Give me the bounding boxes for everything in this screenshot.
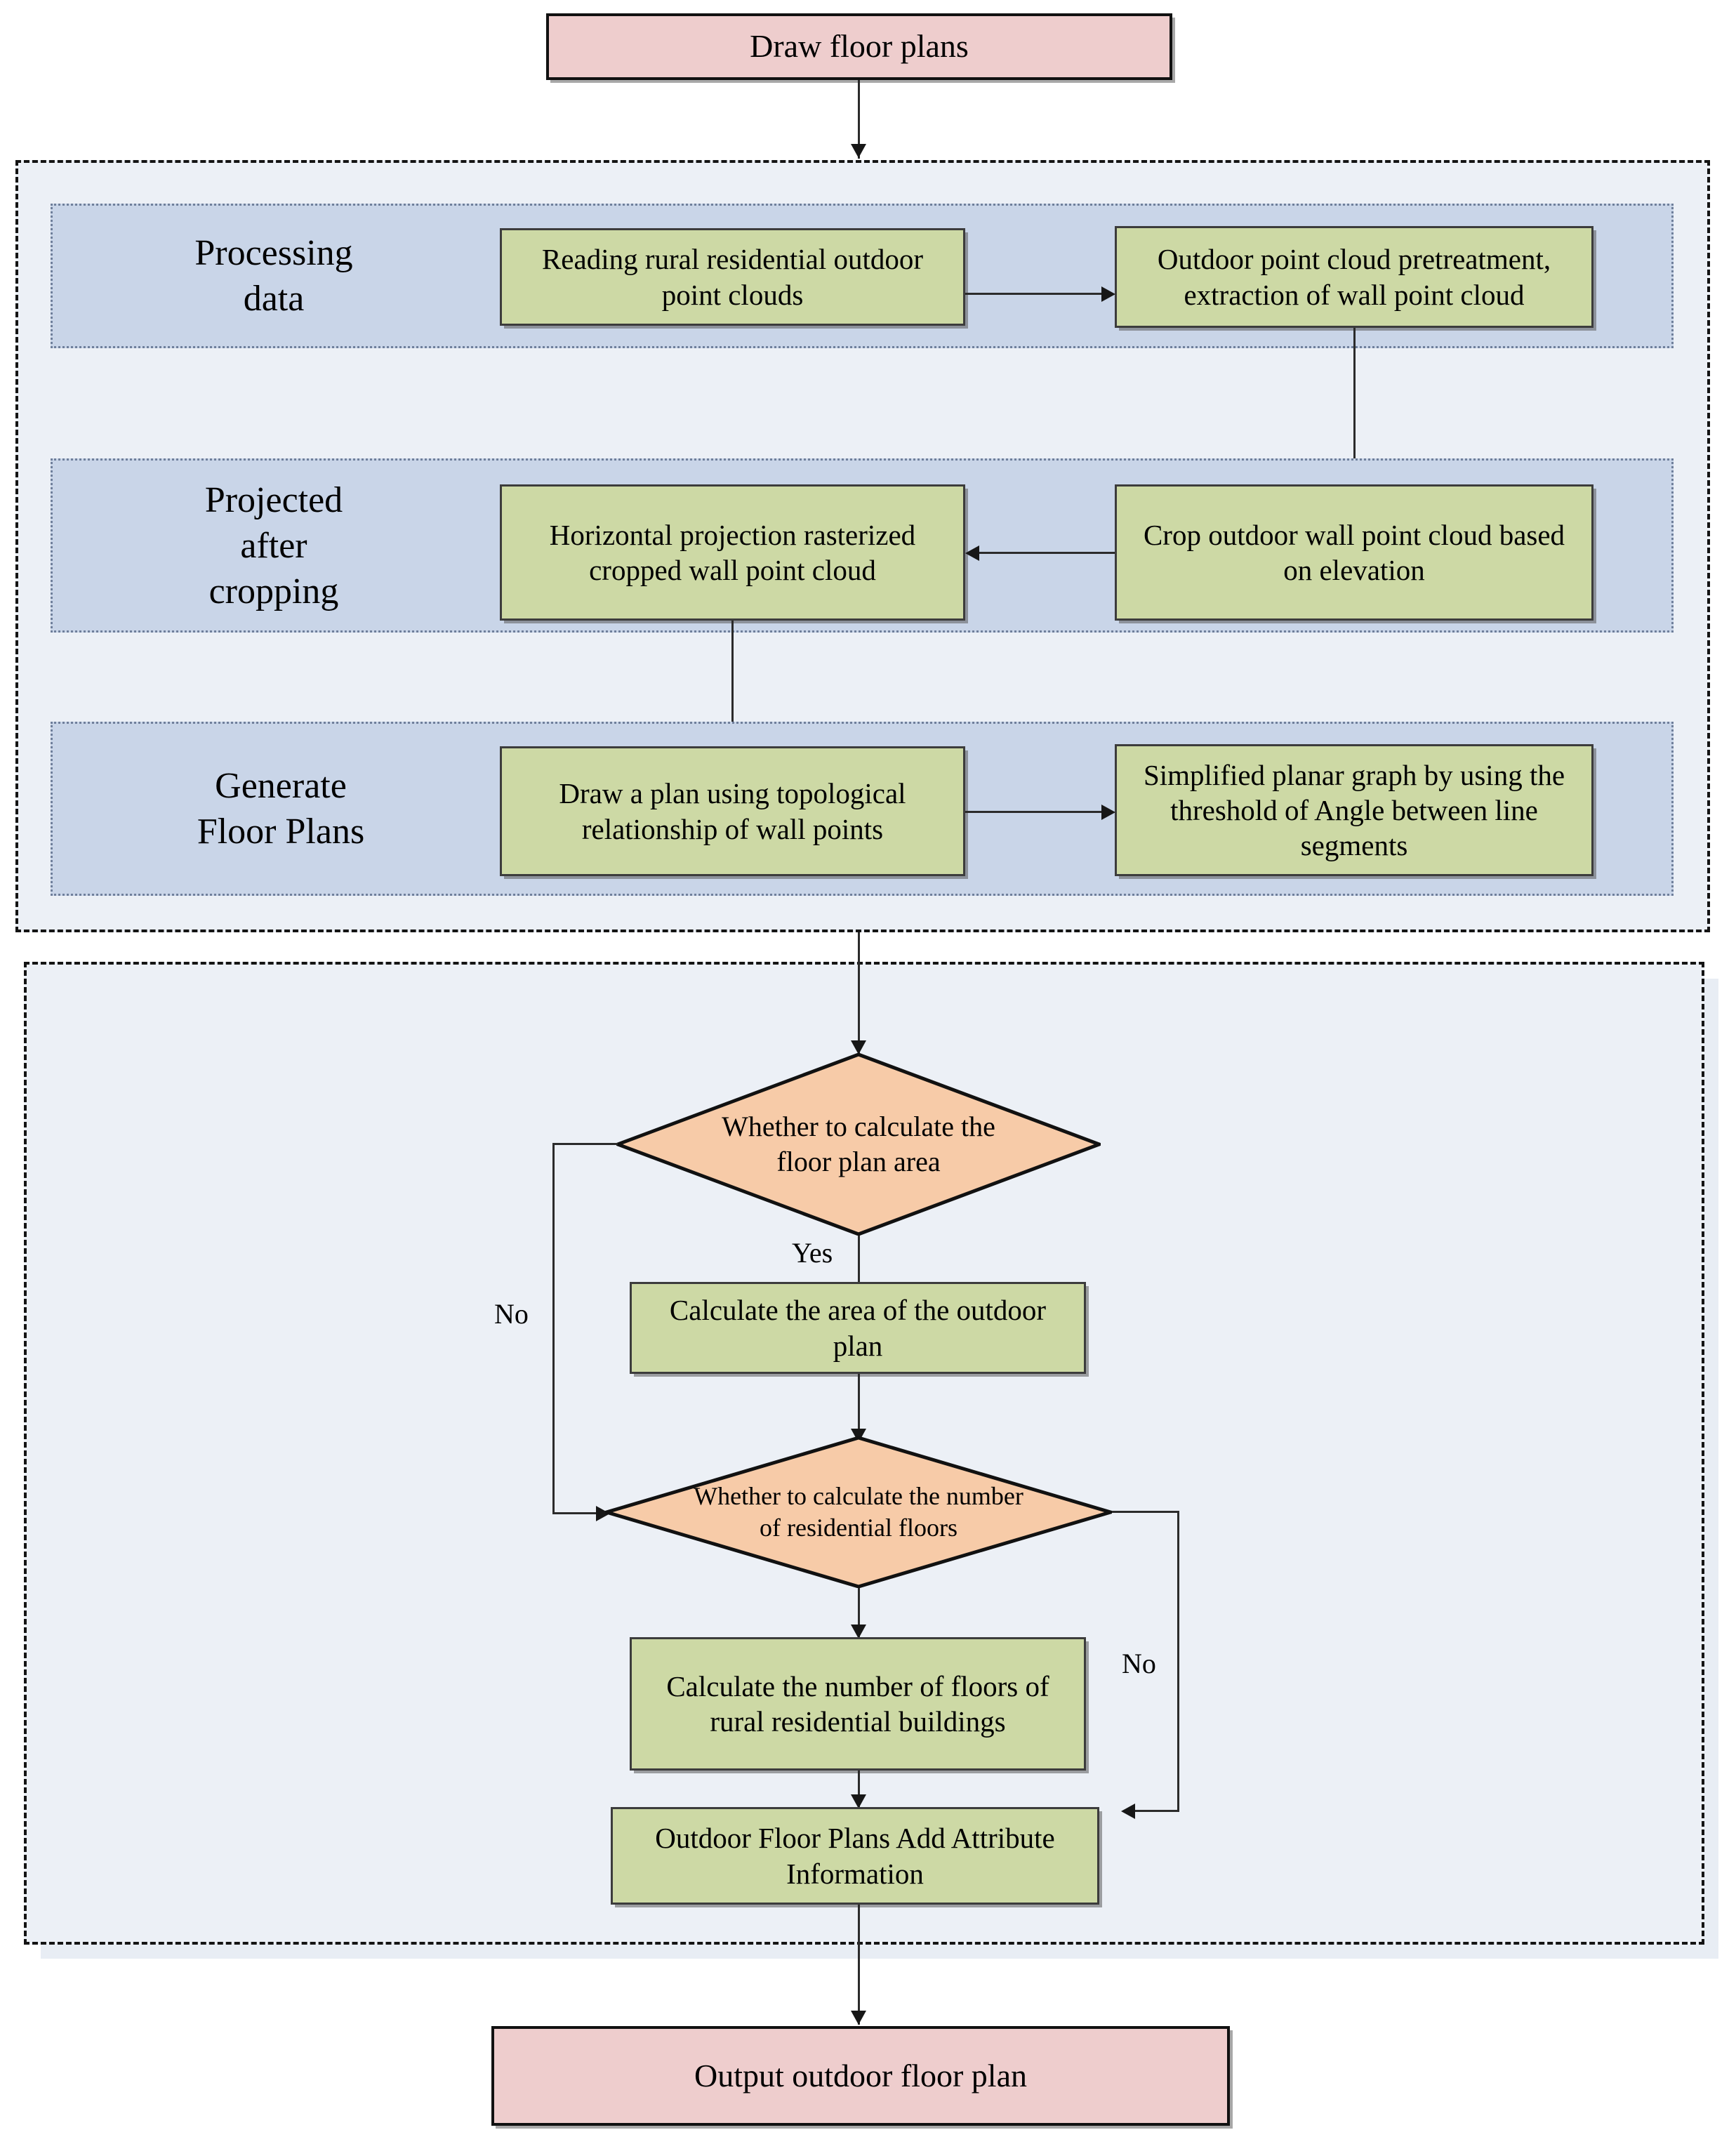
arrow-group2-to-end [851, 2011, 866, 2025]
connector-decision1-no-bottom [552, 1512, 602, 1514]
step-label: Reading rural residential outdoor point … [541, 243, 924, 311]
band-label-line-2: data [243, 279, 305, 319]
step-draw-plan-topology: Draw a plan using topological relationsh… [500, 746, 965, 876]
step-label: Crop outdoor wall point cloud based on e… [1143, 518, 1565, 586]
connector-floors-to-attributes [858, 1771, 860, 1807]
connector-start-to-group1 [858, 80, 860, 159]
edge-label-yes: Yes [792, 1237, 833, 1269]
connector-crop-to-projection [979, 552, 1115, 554]
connector-reading-to-pretreatment [965, 293, 1101, 295]
decision-label: Whether to calculate the floor plan area [722, 1111, 995, 1177]
connector-decision2-no-top [1112, 1511, 1179, 1513]
arrow-floors-to-attributes [851, 1794, 866, 1808]
connector-group2-to-end [858, 1905, 860, 2025]
end-terminator: Output outdoor floor plan [491, 2026, 1230, 2126]
step-crop-by-elevation: Crop outdoor wall point cloud based on e… [1115, 484, 1593, 621]
band-label-projected-after-cropping: Projected after cropping [84, 458, 463, 633]
connector-pretreatment-to-crop [1353, 328, 1356, 475]
decision-calculate-number-of-floors: Whether to calculate the number of resid… [605, 1436, 1112, 1588]
connector-decision1-yes [858, 1236, 860, 1314]
arrow-drawplan-to-simplified [1101, 805, 1115, 820]
edge-label-no-2: No [1122, 1648, 1156, 1679]
step-label: Outdoor Floor Plans Add Attribute Inform… [655, 1822, 1055, 1890]
step-label: Simplified planar graph by using the thr… [1143, 758, 1565, 861]
step-pretreatment-extraction: Outdoor point cloud pretreatment, extrac… [1115, 226, 1593, 328]
band-label-line-3: cropping [208, 571, 339, 611]
connector-drawplan-to-simplified [965, 811, 1101, 813]
start-terminator: Draw floor plans [546, 13, 1172, 80]
step-label: Outdoor point cloud pretreatment, extrac… [1157, 243, 1551, 311]
connector-into-decision1 [858, 962, 860, 1054]
arrow-start-to-group1 [851, 144, 866, 158]
arrow-crop-to-projection [965, 545, 979, 561]
step-label: Calculate the number of floors of rural … [666, 1669, 1049, 1738]
arrow-reading-to-pretreatment [1101, 286, 1115, 302]
edge-label-no-1: No [494, 1298, 529, 1330]
band-label-line-1: Processing [194, 233, 353, 273]
decision-outline [616, 1053, 1101, 1236]
arrow-decision2-no [1121, 1804, 1135, 1819]
end-label: Output outdoor floor plan [694, 2057, 1027, 2093]
decision-calculate-floor-plan-area: Whether to calculate the floor plan area [616, 1053, 1101, 1236]
band-label-processing-data: Processing data [84, 204, 463, 348]
step-label: Calculate the area of the outdoor plan [669, 1294, 1047, 1362]
decision-label: Whether to calculate the number of resid… [694, 1482, 1023, 1542]
step-add-attribute-information: Outdoor Floor Plans Add Attribute Inform… [611, 1807, 1099, 1905]
connector-area-to-decision2 [858, 1374, 860, 1441]
band-label-generate-floor-plans: Generate Floor Plans [84, 722, 477, 896]
step-label: Horizontal projection rasterized cropped… [549, 518, 916, 586]
connector-decision1-no-vertical [552, 1143, 555, 1514]
start-label: Draw floor plans [750, 28, 969, 65]
step-calculate-outdoor-area: Calculate the area of the outdoor plan [630, 1282, 1086, 1374]
step-calculate-number-of-floors: Calculate the number of floors of rural … [630, 1637, 1086, 1771]
band-label-line-2: Floor Plans [197, 812, 365, 852]
step-label: Draw a plan using topological relationsh… [559, 777, 906, 845]
connector-decision2-yes [858, 1588, 860, 1639]
connector-decision2-no-bottom [1135, 1810, 1179, 1812]
arrow-into-decision1 [851, 1040, 866, 1054]
band-label-line-1: Projected [204, 479, 343, 520]
step-reading-point-clouds: Reading rural residential outdoor point … [500, 228, 965, 326]
step-simplified-planar-graph: Simplified planar graph by using the thr… [1115, 744, 1593, 876]
band-label-line-1: Generate [215, 766, 347, 806]
band-label-line-2: after [240, 525, 307, 566]
arrow-decision1-no [596, 1506, 610, 1521]
arrow-decision2-yes [851, 1625, 866, 1639]
connector-decision2-no-vertical [1177, 1511, 1179, 1812]
step-horizontal-projection: Horizontal projection rasterized cropped… [500, 484, 965, 621]
decision-outline [605, 1436, 1112, 1588]
connector-projection-to-drawplan [731, 621, 734, 748]
connector-decision1-no-top [552, 1143, 618, 1145]
